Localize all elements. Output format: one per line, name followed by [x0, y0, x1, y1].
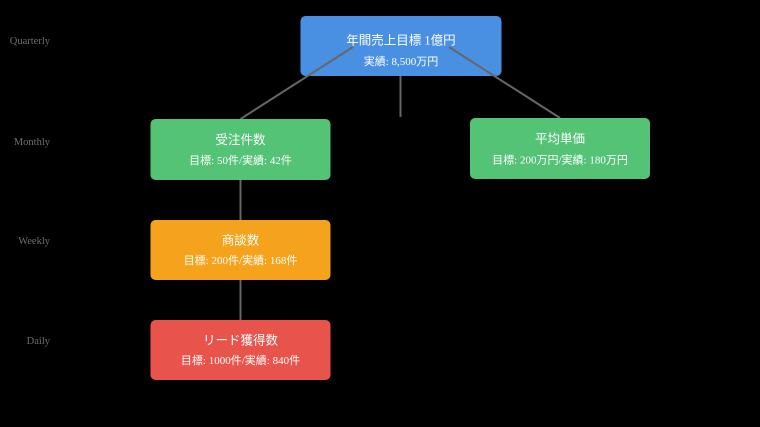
node-title: 商談数 — [222, 233, 260, 248]
node-annual-sales-target — [300, 16, 502, 76]
node-title: 年間売上目標 1億円 — [346, 33, 455, 48]
row-label-daily: Daily — [27, 336, 51, 347]
node-title: 受注件数 — [215, 132, 266, 147]
node-title: 平均単価 — [535, 132, 585, 146]
node-lead-count-box — [150, 320, 331, 380]
edge-root-to-average-unit-price — [448, 46, 561, 119]
node-subtitle: 実績: 8,500万円 — [364, 54, 439, 68]
node-order-count-box — [150, 119, 331, 180]
node-title: リード獲得数 — [203, 333, 279, 348]
node-average-unit-price-box — [470, 118, 650, 179]
node-subtitle: 目標: 50件/実績: 42件 — [189, 153, 292, 167]
edge-root-to-order-count — [239, 46, 354, 120]
row-label-monthly: Monthly — [14, 137, 51, 148]
node-subtitle: 目標: 200万円/実績: 180万円 — [492, 153, 628, 167]
node-lead-count: リード獲得数 目標: 1000件/実績: 840件 — [150, 320, 331, 380]
node-average-unit-price: 平均単価 目標: 200万円/実績: 180万円 — [470, 118, 650, 179]
row-label-weekly: Weekly — [18, 236, 51, 247]
node-subtitle: 目標: 1000件/実績: 840件 — [181, 353, 300, 367]
node-meeting-count: 商談数 目標: 200件/実績: 168件 — [150, 220, 331, 280]
node-order-count: 受注件数 目標: 50件/実績: 42件 — [150, 119, 331, 180]
node-subtitle: 目標: 200件/実績: 168件 — [184, 253, 298, 267]
node-annual-sales-target-labels: 年間売上目標 1億円 実績: 8,500万円 — [346, 33, 455, 69]
row-label-quarterly: Quarterly — [10, 36, 51, 47]
node-meeting-count-box — [150, 220, 331, 280]
